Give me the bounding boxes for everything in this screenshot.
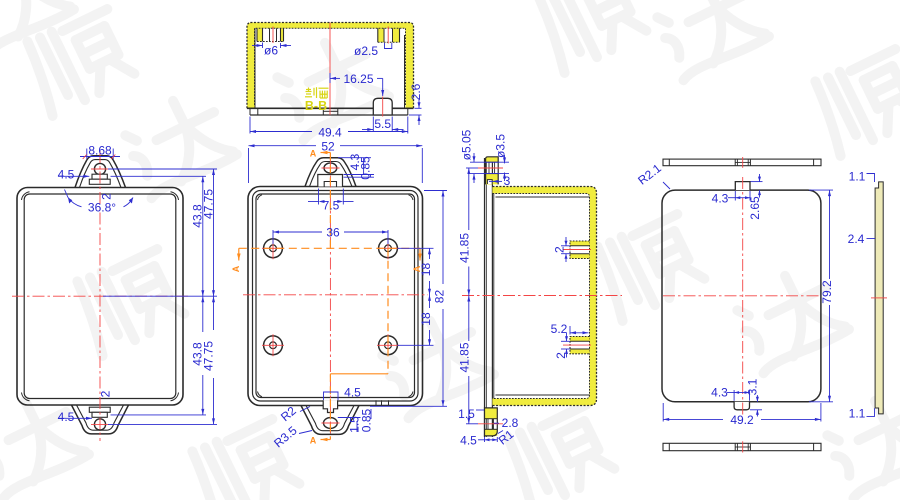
svg-text:2.8: 2.8 [502, 416, 519, 430]
svg-text:8.68: 8.68 [88, 144, 112, 158]
svg-text:2: 2 [100, 193, 114, 200]
svg-text:4.5: 4.5 [58, 168, 75, 182]
svg-text:3.1: 3.1 [746, 378, 760, 395]
svg-text:4.3: 4.3 [711, 386, 728, 400]
svg-text:7.5: 7.5 [323, 199, 340, 213]
svg-text:2: 2 [554, 352, 568, 359]
svg-text:4.3: 4.3 [348, 153, 362, 170]
svg-text:18: 18 [419, 263, 433, 277]
svg-text:0.85: 0.85 [360, 408, 374, 432]
svg-text:ø6: ø6 [264, 44, 278, 58]
svg-text:82: 82 [432, 290, 446, 304]
svg-text:1.5: 1.5 [458, 407, 475, 421]
svg-text:2.4: 2.4 [848, 232, 865, 246]
svg-text:A: A [412, 265, 422, 272]
svg-text:43.8: 43.8 [191, 342, 205, 366]
svg-text:49.2: 49.2 [730, 413, 754, 427]
svg-text:5.5: 5.5 [374, 117, 391, 131]
svg-text:A: A [310, 149, 317, 159]
svg-text:1.5: 1.5 [348, 416, 362, 433]
svg-text:36.8°: 36.8° [88, 201, 116, 215]
svg-text:4.5: 4.5 [58, 410, 75, 424]
svg-text:2.65: 2.65 [748, 196, 762, 220]
svg-text:18: 18 [419, 312, 433, 326]
svg-text:43.8: 43.8 [191, 204, 205, 228]
svg-text:4.5: 4.5 [344, 386, 361, 400]
svg-text:2: 2 [553, 246, 567, 253]
svg-text:4.3: 4.3 [712, 192, 729, 206]
svg-text:79.2: 79.2 [820, 280, 834, 304]
svg-text:ø3.5: ø3.5 [494, 134, 508, 158]
svg-text:16.25: 16.25 [343, 72, 373, 86]
svg-text:41.85: 41.85 [458, 342, 472, 372]
svg-text:1.1: 1.1 [849, 407, 866, 421]
svg-text:49.4: 49.4 [318, 126, 342, 140]
svg-text:0.85: 0.85 [359, 156, 373, 180]
svg-text:47.75: 47.75 [202, 341, 216, 371]
svg-text:A: A [231, 265, 241, 272]
svg-text:3: 3 [504, 174, 511, 188]
svg-text:B-B: B-B [305, 99, 327, 113]
svg-text:52: 52 [321, 140, 335, 154]
svg-text:41.85: 41.85 [458, 233, 472, 263]
svg-text:5.2: 5.2 [551, 322, 568, 336]
svg-text:47.75: 47.75 [202, 189, 216, 219]
svg-text:36: 36 [326, 226, 340, 240]
svg-text:A: A [310, 436, 317, 446]
svg-text:2.6: 2.6 [409, 83, 423, 100]
svg-text:1.1: 1.1 [849, 170, 866, 184]
svg-text:4.5: 4.5 [460, 434, 477, 448]
svg-text:ø5.05: ø5.05 [460, 129, 474, 160]
svg-text:ø2.5: ø2.5 [354, 44, 378, 58]
svg-text:2: 2 [99, 390, 113, 397]
